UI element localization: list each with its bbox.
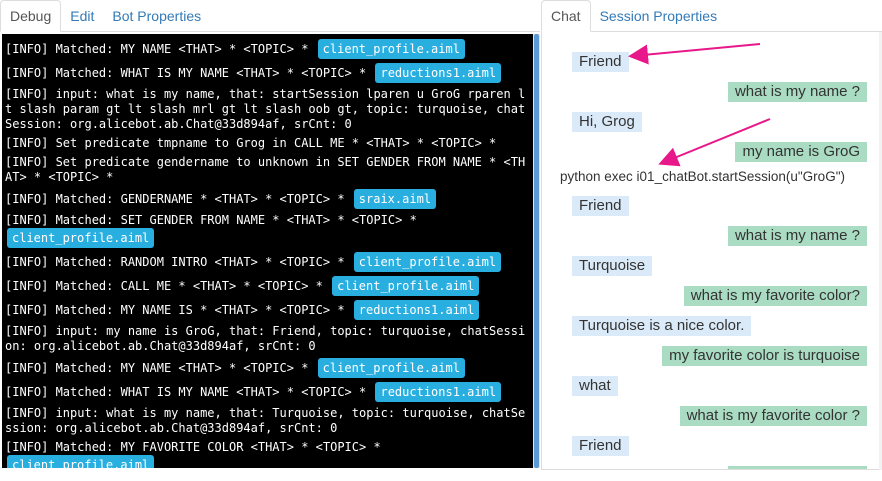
console-scrollbar[interactable] xyxy=(533,34,540,468)
aiml-file-badge: client_profile.aiml xyxy=(332,276,480,296)
bot-message: Turquoise xyxy=(554,256,867,276)
debug-console[interactable]: [INFO] Matched: MY NAME <THAT> * <TOPIC>… xyxy=(2,34,533,468)
message-bubble: what is my favorite color ? xyxy=(679,406,867,426)
tab-bot-properties[interactable]: Bot Properties xyxy=(112,8,202,24)
log-line: [INFO] Matched: MY NAME <THAT> * <TOPIC>… xyxy=(5,358,530,378)
console-scrollbar-thumb[interactable] xyxy=(534,34,539,468)
bot-message: Friend xyxy=(554,52,867,72)
log-line: [INFO] Matched: MY NAME IS * <THAT> * <T… xyxy=(5,300,530,320)
message-bubble: what is my favorite color? xyxy=(683,286,867,306)
right-tab-bar: Chat Session Properties xyxy=(541,0,726,32)
log-text: [INFO] Matched: RANDOM INTRO <THAT> * <T… xyxy=(5,255,352,269)
log-text: [INFO] input: what is my name, that: sta… xyxy=(5,87,526,131)
log-text: [INFO] Set predicate gendername to unkno… xyxy=(5,155,526,184)
bot-message: Hi, Grog xyxy=(554,112,867,132)
python-exec-note: python exec i01_chatBot.startSession(u"G… xyxy=(560,169,845,184)
message-bubble: Friend xyxy=(572,196,629,216)
aiml-file-badge: reductions1.aiml xyxy=(353,300,480,320)
message-bubble: what xyxy=(572,376,618,396)
message-bubble: my favorite color is turquoise xyxy=(662,346,867,366)
aiml-file-badge: client_profile.aiml xyxy=(317,39,465,59)
log-line: [INFO] Matched: MY FAVORITE COLOR <THAT>… xyxy=(5,440,530,468)
log-text: [INFO] Matched: MY NAME <THAT> * <TOPIC>… xyxy=(5,42,316,56)
aiml-file-badge: reductions1.aiml xyxy=(375,63,502,83)
log-line: [INFO] Matched: GENDERNAME * <THAT> * <T… xyxy=(5,189,530,209)
log-line: [INFO] Matched: WHAT IS MY NAME <THAT> *… xyxy=(5,63,530,83)
user-message: my name is GroG xyxy=(554,142,867,162)
bot-message: Turquoise is a nice color. xyxy=(554,316,867,336)
log-line: [INFO] Matched: CALL ME * <THAT> * <TOPI… xyxy=(5,276,530,296)
tab-edit[interactable]: Edit xyxy=(70,8,95,24)
log-line: [INFO] Matched: RANDOM INTRO <THAT> * <T… xyxy=(5,252,530,272)
log-text: [INFO] Matched: MY NAME IS * <THAT> * <T… xyxy=(5,303,352,317)
aiml-file-badge: sraix.aiml xyxy=(353,189,437,209)
chat-scrollbar[interactable] xyxy=(879,32,882,470)
log-line: [INFO] input: what is my name, that: Tur… xyxy=(5,406,530,436)
log-text: [INFO] input: my name is GroG, that: Fri… xyxy=(5,324,526,353)
tab-divider xyxy=(541,31,882,32)
tab-debug[interactable]: Debug xyxy=(0,0,62,32)
log-text: [INFO] Matched: GENDERNAME * <THAT> * <T… xyxy=(5,192,352,206)
log-text: [INFO] Matched: WHAT IS MY NAME <THAT> *… xyxy=(5,385,374,399)
log-line: [INFO] Matched: SET GENDER FROM NAME * <… xyxy=(5,213,530,248)
log-text: [INFO] Matched: CALL ME * <THAT> * <TOPI… xyxy=(5,279,331,293)
bot-message: what xyxy=(554,376,867,396)
aiml-file-badge: client_profile.aiml xyxy=(7,228,155,248)
message-bubble: what is my name ? xyxy=(727,226,867,246)
user-message: what is my name ? xyxy=(554,82,867,102)
message-bubble: Friend xyxy=(572,436,629,456)
log-text: [INFO] Matched: MY NAME <THAT> * <TOPIC>… xyxy=(5,361,316,375)
left-tab-bar: Debug Edit Bot Properties xyxy=(0,0,210,32)
aiml-file-badge: client_profile.aiml xyxy=(353,252,502,272)
log-text: [INFO] Matched: SET GENDER FROM NAME * <… xyxy=(5,213,417,227)
aiml-file-badge: client_profile.aiml xyxy=(317,358,465,378)
user-message: what is my favorite color ? xyxy=(554,406,867,426)
user-message: what is my favorite color? xyxy=(554,286,867,306)
tab-chat[interactable]: Chat xyxy=(541,0,591,32)
log-text: [INFO] input: what is my name, that: Tur… xyxy=(5,406,526,435)
aiml-file-badge: reductions1.aiml xyxy=(375,382,502,402)
log-line: [INFO] Set predicate tmpname to Grog in … xyxy=(5,136,530,151)
log-text: [INFO] Matched: MY FAVORITE COLOR <THAT>… xyxy=(5,440,381,454)
tab-divider xyxy=(0,31,540,32)
user-message: what is my name ? xyxy=(554,466,867,469)
user-message: what is my name ? xyxy=(554,226,867,246)
log-line: [INFO] Set predicate gendername to unkno… xyxy=(5,155,530,185)
chat-history[interactable]: Friend what is my name ? Hi, Grog my name i… xyxy=(541,32,880,470)
message-bubble: Turquoise xyxy=(572,256,653,276)
log-line: [INFO] Matched: WHAT IS MY NAME <THAT> *… xyxy=(5,382,530,402)
user-message: my favorite color is turquoise xyxy=(554,346,867,366)
log-line: [INFO] input: what is my name, that: sta… xyxy=(5,87,530,132)
message-bubble: what is my name ? xyxy=(727,82,867,102)
log-text: [INFO] Matched: WHAT IS MY NAME <THAT> *… xyxy=(5,66,374,80)
log-line: [INFO] input: my name is GroG, that: Fri… xyxy=(5,324,530,354)
chat-panel: Chat Session Properties Friend what is my… xyxy=(541,0,882,481)
aiml-file-badge: client_profile.aiml xyxy=(7,455,155,468)
message-bubble: Hi, Grog xyxy=(572,112,642,132)
message-bubble: Turquoise is a nice color. xyxy=(572,316,752,336)
bot-message: Friend xyxy=(554,196,867,216)
message-bubble: what is my name ? xyxy=(727,466,867,469)
tab-session-properties[interactable]: Session Properties xyxy=(599,8,718,24)
message-bubble: Friend xyxy=(572,52,629,72)
debug-panel: Debug Edit Bot Properties [INFO] Matched… xyxy=(0,0,540,468)
log-text: [INFO] Set predicate tmpname to Grog in … xyxy=(5,136,497,150)
log-line: [INFO] Matched: MY NAME <THAT> * <TOPIC>… xyxy=(5,39,530,59)
bot-message: Friend xyxy=(554,436,867,456)
message-bubble: my name is GroG xyxy=(735,142,867,162)
